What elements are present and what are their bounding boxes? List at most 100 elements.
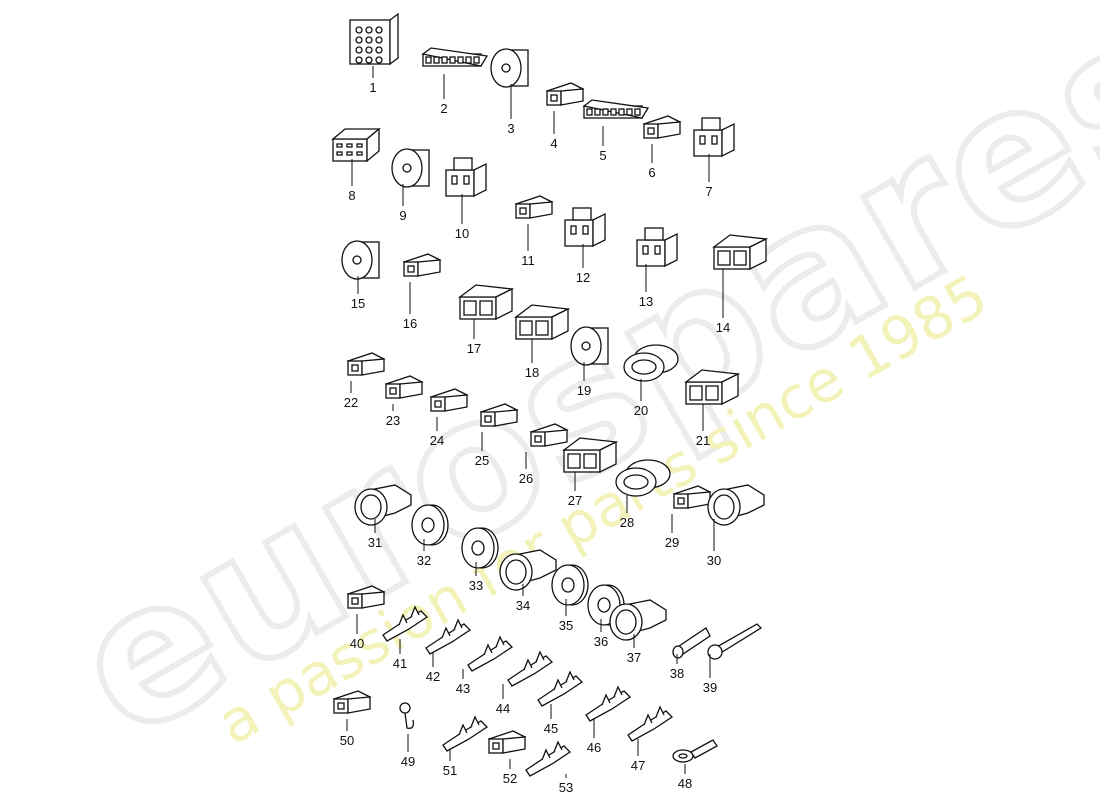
part-14[interactable]: 14	[712, 234, 769, 335]
part-number-label: 4	[550, 136, 557, 151]
part-40[interactable]: 40	[346, 585, 386, 651]
part-4[interactable]: 4	[545, 82, 585, 151]
part-30[interactable]: 30	[707, 484, 765, 568]
part-17[interactable]: 17	[458, 284, 515, 356]
part-number-label: 25	[475, 453, 489, 468]
part-number-label: 18	[525, 365, 539, 380]
part-53[interactable]: 53	[525, 740, 573, 795]
part-41[interactable]: 41	[382, 605, 429, 671]
part-28[interactable]: 28	[615, 459, 671, 530]
part-18[interactable]: 18	[514, 304, 571, 380]
part-number-label: 21	[696, 433, 710, 448]
part-22[interactable]: 22	[344, 352, 386, 410]
part-number-label: 13	[639, 294, 653, 309]
part-37[interactable]: 37	[609, 599, 667, 665]
part-34[interactable]: 34	[499, 549, 557, 613]
part-6[interactable]: 6	[642, 115, 682, 180]
part-42[interactable]: 42	[425, 618, 472, 684]
part-44[interactable]: 44	[496, 650, 554, 716]
part-number-label: 3	[507, 121, 514, 136]
part-number-label: 31	[368, 535, 382, 550]
part-33[interactable]: 33	[461, 527, 499, 593]
part-43[interactable]: 43	[456, 635, 514, 696]
part-39[interactable]: 39	[703, 623, 763, 695]
part-number-label: 11	[521, 253, 535, 268]
part-24[interactable]: 24	[429, 388, 469, 448]
part-9[interactable]: 9	[391, 148, 430, 223]
part-number-label: 33	[469, 578, 483, 593]
part-7[interactable]: 7	[693, 117, 735, 199]
part-29[interactable]: 29	[665, 485, 712, 550]
part-number-label: 12	[576, 270, 590, 285]
part-1[interactable]: 1	[349, 12, 399, 95]
part-number-label: 40	[350, 636, 364, 651]
part-number-label: 44	[496, 701, 510, 716]
part-15[interactable]: 15	[341, 240, 380, 311]
part-26[interactable]: 26	[519, 423, 569, 486]
part-52[interactable]: 52	[487, 730, 527, 786]
part-23[interactable]: 23	[384, 375, 424, 428]
part-number-label: 27	[568, 493, 582, 508]
part-number-label: 50	[340, 733, 354, 748]
part-number-label: 14	[716, 320, 730, 335]
part-number-label: 43	[456, 681, 470, 696]
part-number-label: 15	[351, 296, 365, 311]
part-number-label: 29	[665, 535, 679, 550]
part-35[interactable]: 35	[551, 564, 589, 633]
part-38[interactable]: 38	[670, 627, 711, 681]
part-49[interactable]: 49	[399, 702, 415, 769]
part-31[interactable]: 31	[354, 484, 412, 550]
part-46[interactable]: 46	[585, 685, 632, 755]
part-48[interactable]: 48	[672, 739, 718, 791]
part-number-label: 6	[648, 165, 655, 180]
part-19[interactable]: 19	[570, 326, 609, 398]
part-number-label: 1	[369, 80, 376, 95]
part-number-label: 16	[403, 316, 417, 331]
part-number-label: 20	[634, 403, 648, 418]
part-number-label: 19	[577, 383, 591, 398]
part-number-label: 36	[594, 634, 608, 649]
part-number-label: 45	[544, 721, 558, 736]
part-5[interactable]: 5	[582, 99, 650, 163]
part-27[interactable]: 27	[562, 437, 619, 508]
part-number-label: 17	[467, 341, 481, 356]
part-number-label: 38	[670, 666, 684, 681]
part-number-label: 46	[587, 740, 601, 755]
part-11[interactable]: 11	[514, 195, 554, 268]
part-number-label: 34	[516, 598, 530, 613]
part-number-label: 9	[399, 208, 406, 223]
part-16[interactable]: 16	[402, 253, 442, 331]
part-number-label: 53	[559, 780, 573, 795]
part-25[interactable]: 25	[475, 403, 519, 468]
part-20[interactable]: 20	[623, 344, 679, 418]
part-number-label: 32	[417, 553, 431, 568]
part-32[interactable]: 32	[411, 504, 449, 568]
part-13[interactable]: 13	[636, 227, 678, 309]
part-number-label: 41	[393, 656, 407, 671]
part-number-label: 39	[703, 680, 717, 695]
part-number-label: 24	[430, 433, 444, 448]
part-number-label: 48	[678, 776, 692, 791]
part-10[interactable]: 10	[445, 157, 487, 241]
part-number-label: 23	[386, 413, 400, 428]
part-number-label: 30	[707, 553, 721, 568]
part-number-label: 42	[426, 669, 440, 684]
part-2[interactable]: 2	[421, 47, 489, 116]
part-47[interactable]: 47	[627, 705, 674, 773]
part-50[interactable]: 50	[332, 690, 372, 748]
part-number-label: 7	[705, 184, 712, 199]
part-number-label: 26	[519, 471, 533, 486]
part-8[interactable]: 8	[331, 127, 381, 203]
part-number-label: 22	[344, 395, 358, 410]
part-21[interactable]: 21	[684, 369, 741, 448]
part-3[interactable]: 3	[490, 48, 529, 136]
part-number-label: 8	[348, 188, 355, 203]
part-12[interactable]: 12	[564, 207, 606, 285]
part-number-label: 2	[440, 101, 447, 116]
part-45[interactable]: 45	[537, 670, 584, 736]
part-number-label: 10	[455, 226, 469, 241]
part-51[interactable]: 51	[442, 715, 489, 778]
part-number-label: 5	[599, 148, 606, 163]
part-number-label: 52	[503, 771, 517, 786]
